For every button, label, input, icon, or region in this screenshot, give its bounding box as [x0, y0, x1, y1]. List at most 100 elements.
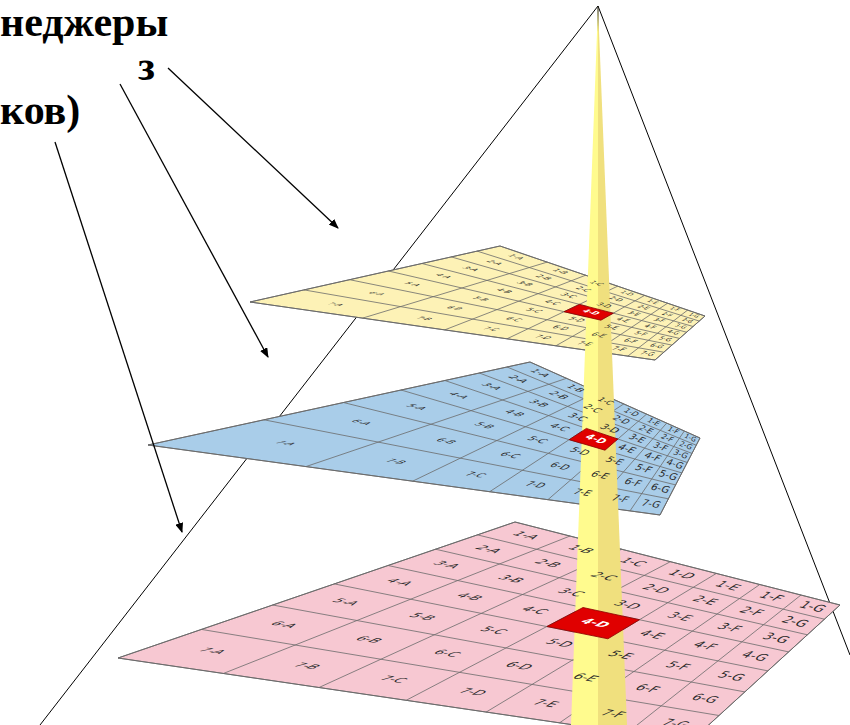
grid-line	[201, 629, 719, 715]
cell-label: 5-E	[603, 455, 626, 467]
cell-label: 3-C	[565, 412, 590, 423]
cell-label: 6-A	[267, 620, 301, 628]
cell-label: 1-E	[712, 580, 744, 593]
grid-line	[406, 562, 670, 701]
cell-label: 4-E	[636, 629, 668, 641]
grid-line	[363, 262, 548, 318]
cell-label: 5-D	[567, 446, 592, 457]
cell-label: 6-F	[621, 338, 639, 345]
cell-label: 6-A	[365, 291, 386, 296]
grid-line	[478, 535, 825, 619]
cell-label: 7-F	[597, 708, 628, 719]
cell-label: 4-C	[518, 605, 552, 615]
cell-label: 5-C	[523, 308, 544, 314]
cell-label: 7-F	[609, 494, 631, 505]
cell-label: 3-C	[557, 292, 578, 299]
pyramid-edge	[598, 6, 850, 655]
cell-label: 3-F	[651, 441, 669, 453]
cell-label: 2-C	[573, 286, 593, 293]
cell-label: 4-E	[614, 317, 632, 324]
leader-arrow	[120, 84, 268, 357]
cell-label: 6-E	[588, 470, 611, 481]
cell-label: 6-D	[547, 461, 573, 471]
cell-label: 6-B	[433, 437, 459, 445]
cell-label: 4-C	[541, 300, 562, 307]
cell-label: 4-F	[642, 324, 658, 330]
cell-label: 5-D	[542, 638, 576, 649]
cell-label: 6-F	[632, 683, 663, 695]
cell-label: 7-G	[659, 717, 693, 725]
grid-line	[273, 605, 745, 692]
leader-lines	[55, 68, 338, 532]
cell-label: 2-C	[580, 403, 604, 414]
cell-label: 1-A	[505, 254, 526, 260]
leader-arrow	[55, 142, 182, 532]
highlight-label: 4-D	[577, 617, 614, 629]
cell-label: 4-E	[615, 443, 638, 455]
grid-line	[445, 275, 586, 330]
cell-label: 6-E	[588, 332, 608, 339]
cell-label: 1-D	[622, 407, 641, 417]
cell-label: 1-C	[616, 557, 650, 568]
cell-label: 6-C	[497, 451, 523, 460]
highlight-cell	[547, 608, 640, 639]
cell-label: 7-F	[609, 346, 628, 353]
side-caption: ков)	[0, 86, 80, 134]
cell-label: 6-G	[647, 343, 665, 350]
grid-line	[350, 280, 672, 345]
grid-line	[628, 310, 688, 356]
highlight-group	[547, 304, 640, 638]
cell-label: 5-A	[401, 282, 422, 287]
cell-label: 1-G	[796, 600, 829, 615]
cell-label: 7-A	[272, 441, 298, 447]
highlight-label: 4-D	[582, 433, 609, 445]
cell-label: 5-G	[657, 336, 674, 343]
cell-label: 7-B	[413, 316, 434, 321]
grid-line	[334, 584, 768, 671]
cell-label: 7-C	[480, 327, 501, 332]
cell-label: 3-D	[594, 302, 613, 309]
cell-label: 3-E	[664, 611, 696, 623]
cell-label: 3-B	[526, 399, 551, 409]
cell-label: 4-B	[501, 409, 526, 418]
cell-label: 4-B	[453, 592, 487, 602]
cell-label: 2-B	[531, 558, 564, 568]
cell-label: 6-F	[622, 477, 644, 489]
cell-label: 5-A	[328, 598, 362, 607]
cell-label: 5-E	[605, 649, 637, 660]
cell-label: 1-A	[527, 369, 552, 378]
plane-group	[118, 246, 840, 725]
cell-label: 6-B	[443, 306, 464, 311]
cell-label: 3-G	[759, 631, 792, 645]
cell-label: 5-C	[524, 435, 550, 445]
cell-label: 7-C	[462, 471, 488, 479]
cell-label: 7-E	[529, 698, 561, 709]
cell-label: 1-A	[509, 531, 543, 541]
cell-label: 7-G	[638, 351, 657, 358]
cell-label: 5-A	[403, 404, 429, 411]
cell-label: 3-B	[514, 281, 535, 287]
grid-line	[627, 595, 801, 725]
cell-label: 3-C	[554, 587, 588, 598]
cell-label: 5-F	[662, 660, 693, 672]
cell-label: 3-E	[625, 310, 642, 317]
cell-label: 6-G	[688, 692, 722, 705]
cell-label: 1-D	[618, 290, 635, 297]
cell-label: 5-F	[632, 331, 649, 338]
cell-label: 1-F	[756, 590, 787, 603]
cell-label: 2-D	[610, 415, 632, 426]
grid-line	[401, 390, 682, 473]
cell-label: 2-A	[471, 544, 505, 554]
cell-label: 6-B	[352, 635, 386, 644]
cell-label: 5-G	[656, 469, 679, 483]
cell-label: 6-A	[348, 419, 374, 425]
cell-label: 7-D	[522, 480, 548, 489]
cell-label: 1-C	[595, 397, 616, 407]
cell-label: 1-C	[587, 280, 605, 287]
cell-label: 2-A	[505, 375, 531, 384]
cell-label: 4-G	[738, 649, 771, 663]
cell-label: 2-F	[660, 312, 674, 318]
cell-label: 3-A	[478, 382, 504, 390]
cell-label: 3-D	[597, 423, 622, 435]
